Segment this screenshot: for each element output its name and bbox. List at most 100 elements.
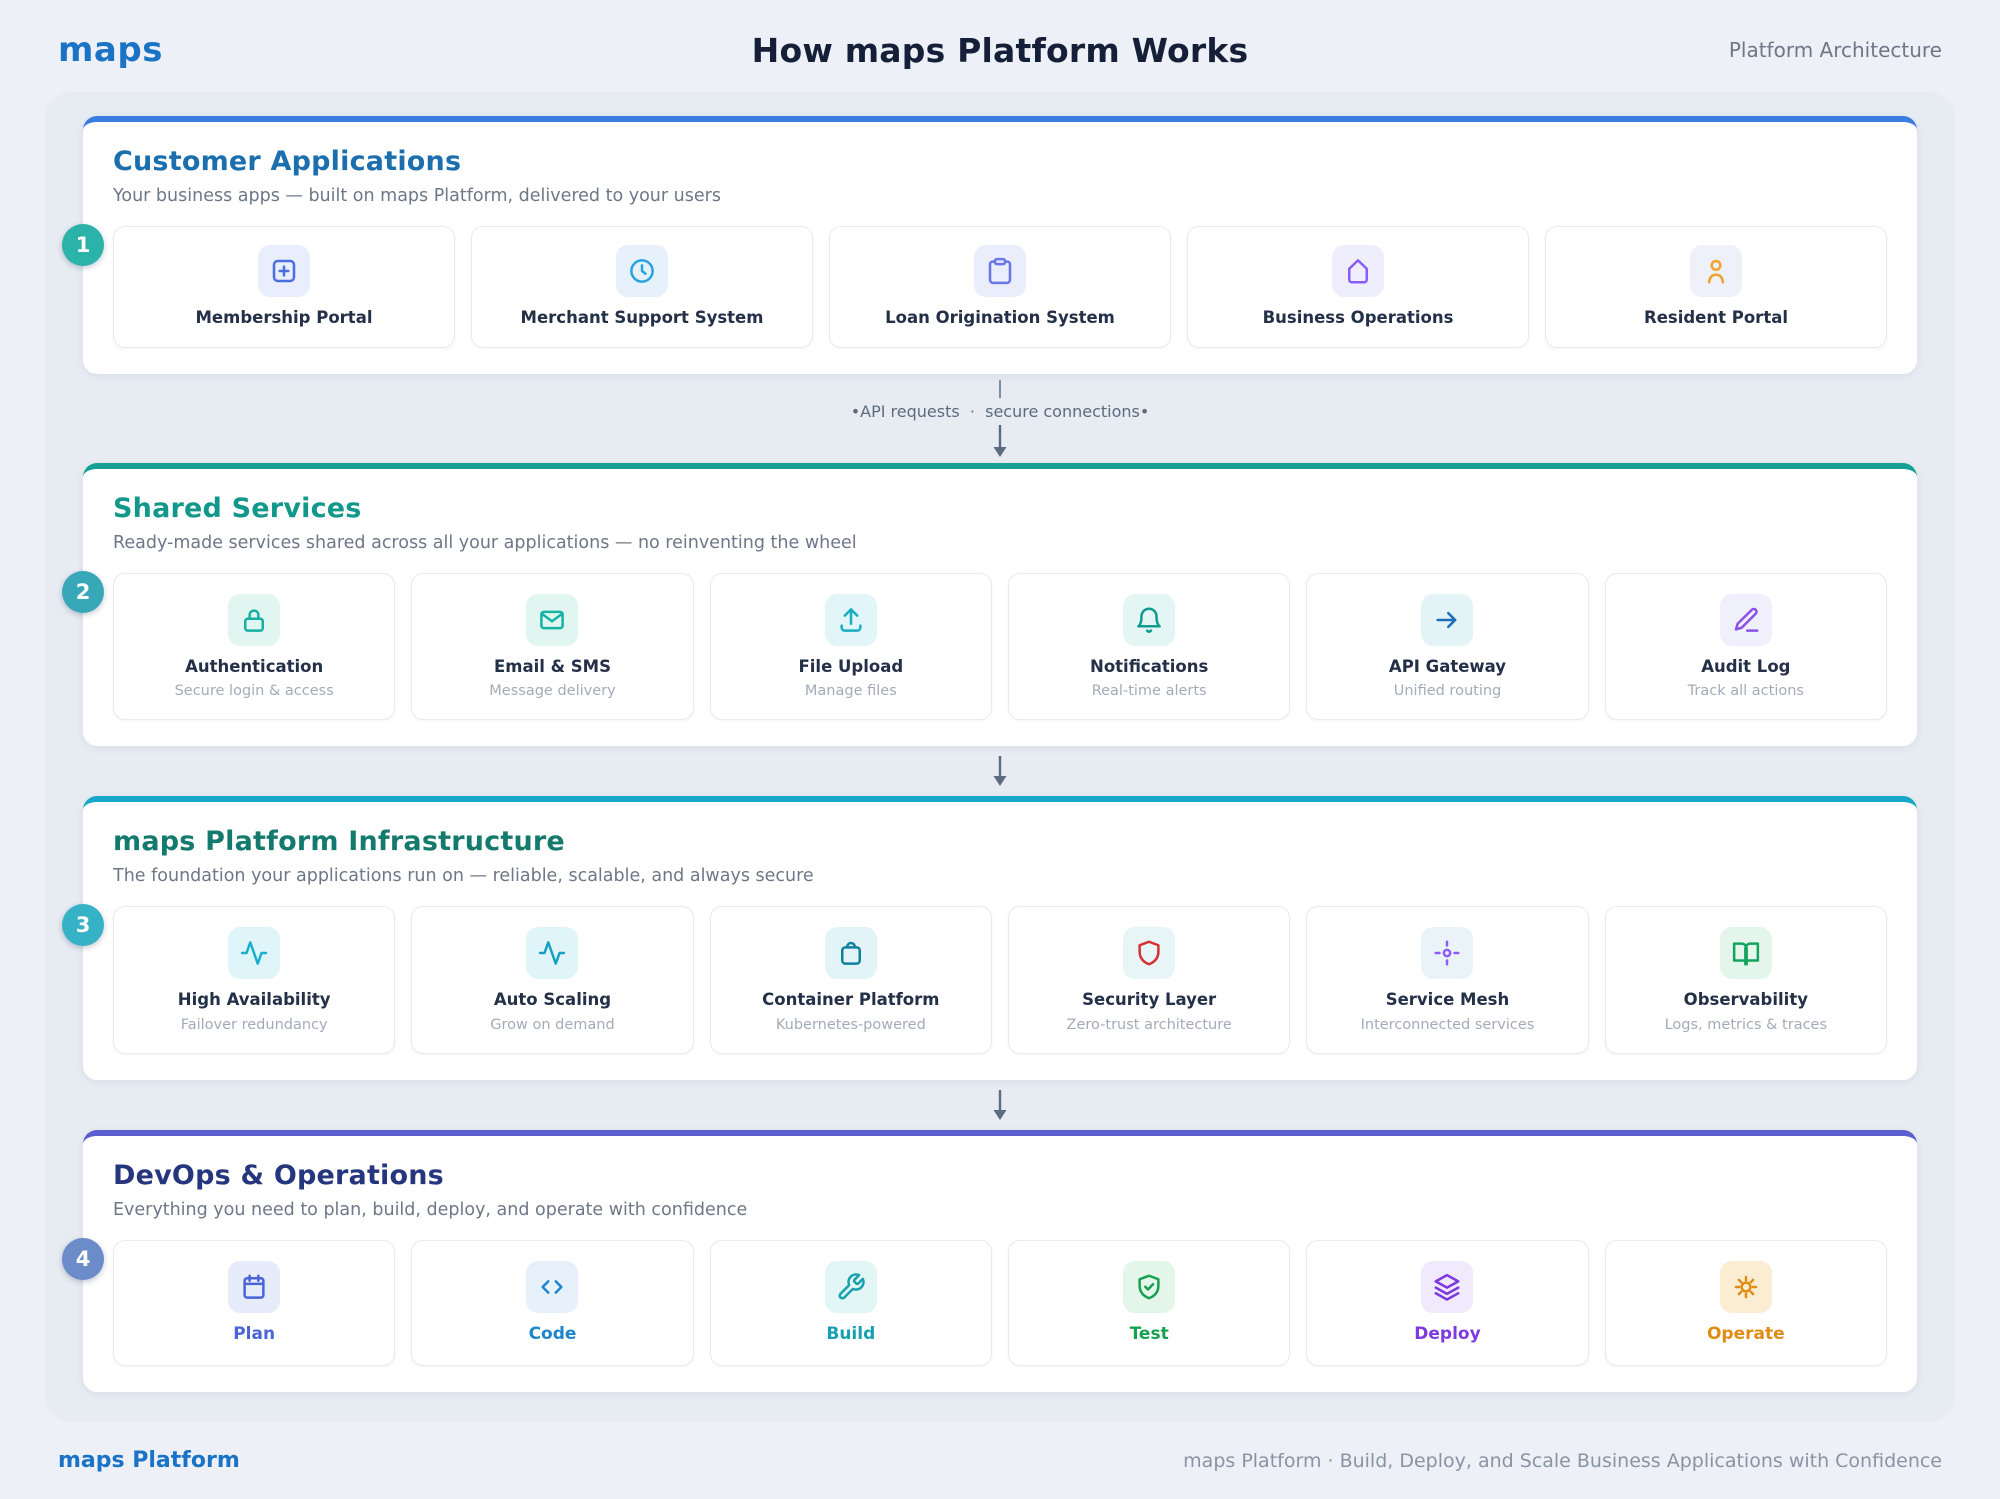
- card-title: Auto Scaling: [493, 990, 612, 1010]
- header-tagline: Platform Architecture: [1728, 38, 1942, 62]
- section-number-badge: 1: [62, 224, 104, 266]
- card-title: Membership Portal: [195, 308, 373, 327]
- card-subtitle: Interconnected services: [1360, 1016, 1535, 1033]
- card-subtitle: Kubernetes-powered: [775, 1016, 926, 1033]
- card-title: Audit Log: [1701, 656, 1791, 676]
- arrow-down-icon: [993, 424, 1007, 457]
- card-subtitle: Unified routing: [1393, 683, 1502, 700]
- home-icon: [1332, 245, 1384, 297]
- page-title: How maps Platform Works: [751, 30, 1249, 70]
- card-loan-origination-system[interactable]: Loan Origination System: [829, 226, 1171, 348]
- section-customer-applications: 1 Customer Applications Your business ap…: [62, 116, 1917, 374]
- shield-check-icon: [1123, 1260, 1176, 1313]
- footer-brand: maps Platform: [58, 1448, 240, 1474]
- section-title: Customer Applications: [113, 146, 462, 177]
- section-subtitle: Everything you need to plan, build, depl…: [113, 1199, 748, 1220]
- page-footer: maps Platform maps Platform · Build, Dep…: [0, 1422, 2000, 1473]
- connector-line: [999, 379, 1001, 398]
- card-title: High Availability: [177, 990, 331, 1010]
- clock-icon: [616, 245, 668, 297]
- bell-icon: [1123, 593, 1176, 646]
- arrow-down-icon: [993, 756, 1007, 787]
- section-subtitle: Your business apps — built on maps Platf…: [113, 186, 721, 206]
- card-membership-portal[interactable]: Membership Portal: [113, 226, 455, 348]
- card-resident-portal[interactable]: Resident Portal: [1545, 226, 1887, 348]
- activity-icon: [526, 927, 579, 980]
- card-subtitle: Manage files: [804, 683, 897, 700]
- code-icon: [526, 1260, 579, 1313]
- section-title: Shared Services: [113, 492, 362, 524]
- card-title: Service Mesh: [1385, 990, 1510, 1010]
- connector-apps-to-services: •API requests · secure connections•: [83, 374, 1917, 463]
- card-title: Plan: [233, 1323, 276, 1344]
- card-title: Deploy: [1414, 1323, 1481, 1344]
- maps-logo: maps: [58, 30, 163, 70]
- card-title: Security Layer: [1082, 990, 1217, 1010]
- card-deploy[interactable]: Deploy: [1306, 1239, 1589, 1367]
- card-title: Container Platform: [762, 990, 940, 1010]
- card-subtitle: Real-time alerts: [1091, 683, 1207, 700]
- card-subtitle: Message delivery: [489, 683, 616, 700]
- section-shared-services: 2 Shared Services Ready-made services sh…: [62, 462, 1917, 747]
- container-icon: [824, 927, 877, 980]
- section-platform-infrastructure: 3 maps Platform Infrastructure The found…: [62, 796, 1917, 1080]
- card-title: Authentication: [185, 656, 324, 676]
- card-title: Operate: [1706, 1323, 1785, 1344]
- connector-label: •API requests · secure connections•: [850, 401, 1150, 421]
- activity-icon: [228, 927, 281, 980]
- square-plus-icon: [258, 245, 310, 297]
- clipboard-icon: [974, 245, 1026, 297]
- shield-icon: [1123, 927, 1176, 980]
- card-operate[interactable]: Operate: [1604, 1239, 1887, 1367]
- card-title: Loan Origination System: [885, 308, 1115, 327]
- card-plan[interactable]: Plan: [113, 1239, 396, 1367]
- card-grid: Membership Portal Merchant Support System…: [113, 226, 1887, 348]
- card-business-operations[interactable]: Business Operations: [1187, 226, 1529, 348]
- card-subtitle: Grow on demand: [490, 1016, 615, 1033]
- architecture-wrapper: 1 Customer Applications Your business ap…: [45, 92, 1955, 1423]
- card-test[interactable]: Test: [1008, 1239, 1291, 1367]
- arrow-right-icon: [1421, 593, 1474, 646]
- connector-infrastructure-to-devops: [83, 1080, 1917, 1130]
- card-title: Notifications: [1090, 656, 1209, 676]
- section-subtitle: Ready-made services shared across all yo…: [113, 532, 857, 553]
- card-title: API Gateway: [1388, 656, 1507, 676]
- page-header: maps How maps Platform Works Platform Ar…: [0, 0, 2000, 92]
- card-title: Business Operations: [1262, 308, 1454, 327]
- section-number-badge: 3: [62, 904, 104, 947]
- wrench-icon: [824, 1260, 877, 1313]
- user-icon: [1690, 245, 1742, 297]
- section-title: DevOps & Operations: [113, 1159, 444, 1191]
- card-code[interactable]: Code: [411, 1239, 694, 1367]
- service-mesh-icon: [1421, 927, 1474, 980]
- card-build[interactable]: Build: [709, 1239, 992, 1367]
- card-title: Observability: [1683, 990, 1808, 1010]
- card-title: Code: [528, 1323, 577, 1344]
- card-merchant-support-system[interactable]: Merchant Support System: [471, 226, 813, 348]
- lock-icon: [228, 593, 281, 646]
- card-title: Email & SMS: [494, 656, 611, 676]
- card-title: Test: [1129, 1323, 1169, 1344]
- arrow-down-icon: [993, 1089, 1007, 1120]
- gear-icon: [1719, 1260, 1772, 1313]
- card-email-sms[interactable]: Email & SMS Message delivery: [411, 572, 694, 721]
- section-number-badge: 4: [62, 1237, 104, 1280]
- pen-line-icon: [1719, 593, 1772, 646]
- layers-icon: [1421, 1260, 1474, 1313]
- book-open-icon: [1719, 927, 1772, 980]
- card-subtitle: Logs, metrics & traces: [1664, 1016, 1828, 1033]
